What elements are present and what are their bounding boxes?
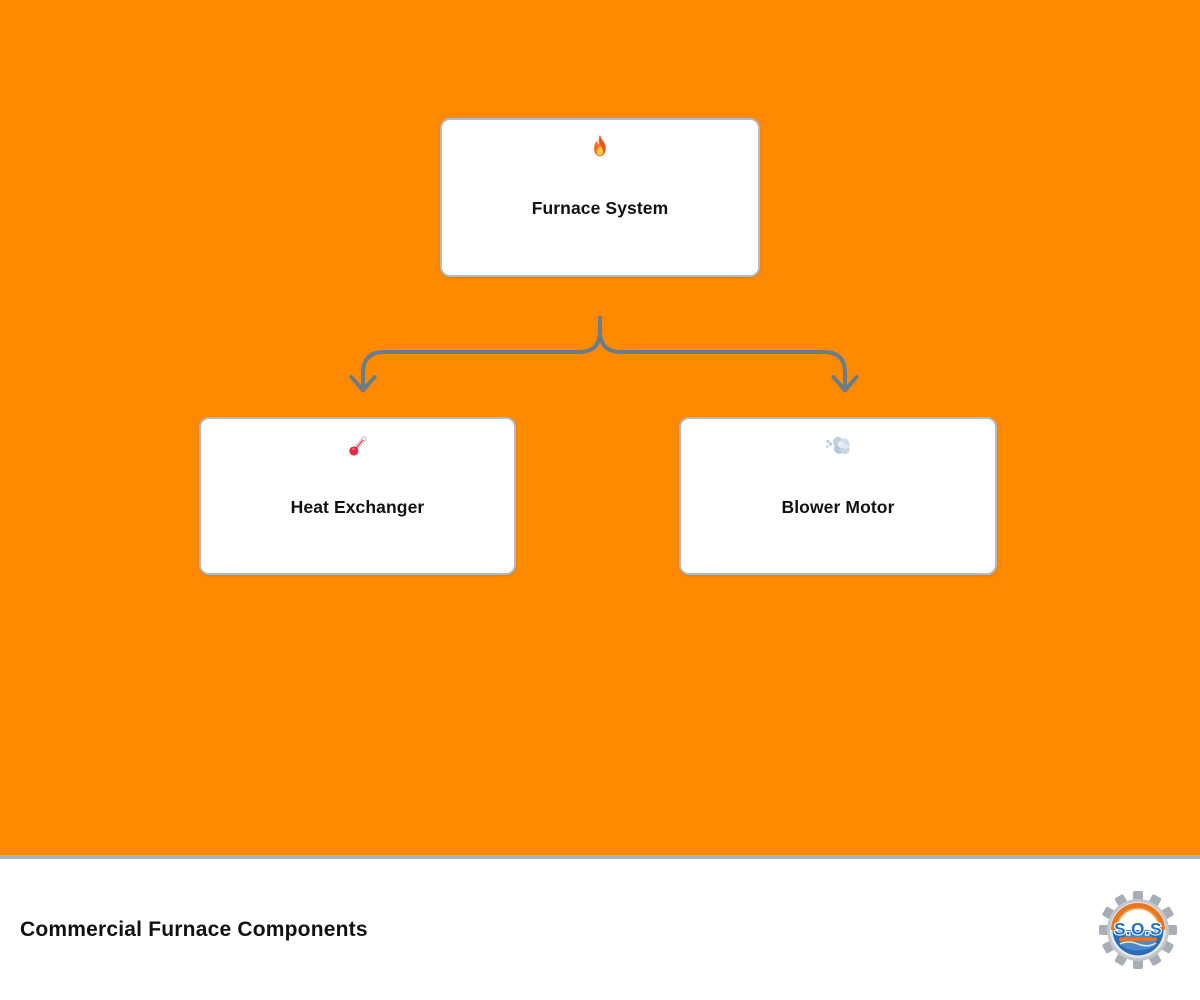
node-blower-motor[interactable]: Blower Motor: [679, 417, 997, 575]
logo-tagline-bar: [1119, 937, 1157, 941]
page-title: Commercial Furnace Components: [20, 917, 368, 941]
sos-logo: S.O.S: [1099, 890, 1177, 969]
footer-bar: Commercial Furnace Components: [0, 855, 1200, 1000]
arrow-down-left-icon: [349, 375, 377, 393]
node-label: Furnace System: [531, 198, 669, 218]
thermometer-icon: [345, 432, 371, 460]
diagram-canvas: Furnace System Heat Exchanger: [0, 0, 1200, 855]
node-heat-exchanger[interactable]: Heat Exchanger: [199, 417, 516, 575]
arrow-down-right-icon: [831, 375, 859, 393]
connector-right-line: [598, 316, 847, 388]
node-label: Blower Motor: [781, 497, 895, 517]
fire-icon: [587, 133, 613, 161]
logo-text: S.O.S: [1114, 919, 1162, 938]
connector-left-line: [361, 316, 602, 388]
node-label: Heat Exchanger: [290, 497, 425, 517]
node-furnace-system[interactable]: Furnace System: [440, 118, 760, 277]
wind-icon: [824, 432, 852, 460]
